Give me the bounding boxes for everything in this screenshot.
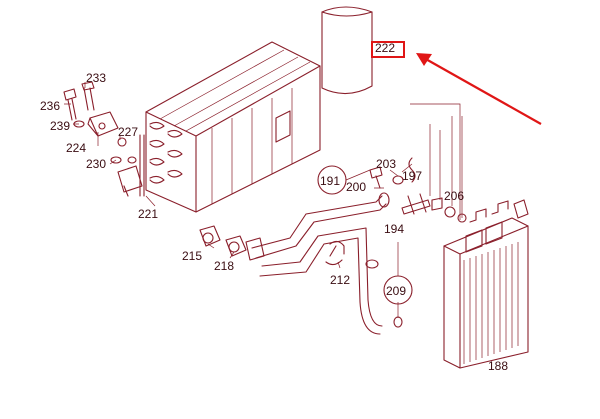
part-221-evaporator[interactable] [139, 41, 321, 213]
label-212: 212 [330, 273, 350, 287]
arrow-icon [416, 53, 542, 125]
label-221: 221 [138, 207, 158, 221]
label-200: 200 [346, 180, 366, 194]
label-209: 209 [386, 284, 406, 298]
label-224: 224 [66, 141, 86, 155]
part-224-valve-block[interactable] [87, 111, 119, 137]
callout-191[interactable] [317, 165, 347, 195]
part-191-pipe[interactable] [245, 192, 390, 335]
part-222-sleeve[interactable] [321, 6, 373, 95]
label-215: 215 [182, 249, 202, 263]
part-209-oring[interactable] [393, 316, 403, 328]
label-236: 236 [40, 99, 60, 113]
leader-lines [64, 82, 463, 318]
part-215-flange[interactable] [199, 225, 221, 247]
part-230-gasket[interactable] [110, 156, 137, 164]
part-194-bracket[interactable] [401, 193, 431, 215]
label-197: 197 [402, 169, 422, 183]
part-236-bolt[interactable] [63, 88, 77, 121]
part-227-oring[interactable] [117, 137, 127, 147]
part-233-bolt[interactable] [81, 81, 95, 111]
callout-209[interactable] [383, 275, 413, 305]
highlight-box-222 [371, 41, 405, 58]
label-203: 203 [376, 157, 396, 171]
label-206: 206 [444, 189, 464, 203]
label-230: 230 [86, 157, 106, 171]
expansion-valve[interactable] [117, 165, 143, 197]
label-239: 239 [50, 119, 70, 133]
part-203-screw[interactable] [369, 166, 383, 189]
part-218-flange[interactable] [225, 235, 247, 257]
label-191: 191 [320, 174, 340, 188]
label-218: 218 [214, 259, 234, 273]
label-194: 194 [384, 222, 404, 236]
label-227: 227 [118, 125, 138, 139]
label-188: 188 [488, 359, 508, 373]
part-188-heater-core[interactable] [443, 199, 529, 369]
part-197-clip[interactable] [408, 157, 416, 183]
part-212-clamp[interactable] [325, 240, 345, 266]
label-233: 233 [86, 71, 106, 85]
label-222: 222 [375, 41, 395, 55]
